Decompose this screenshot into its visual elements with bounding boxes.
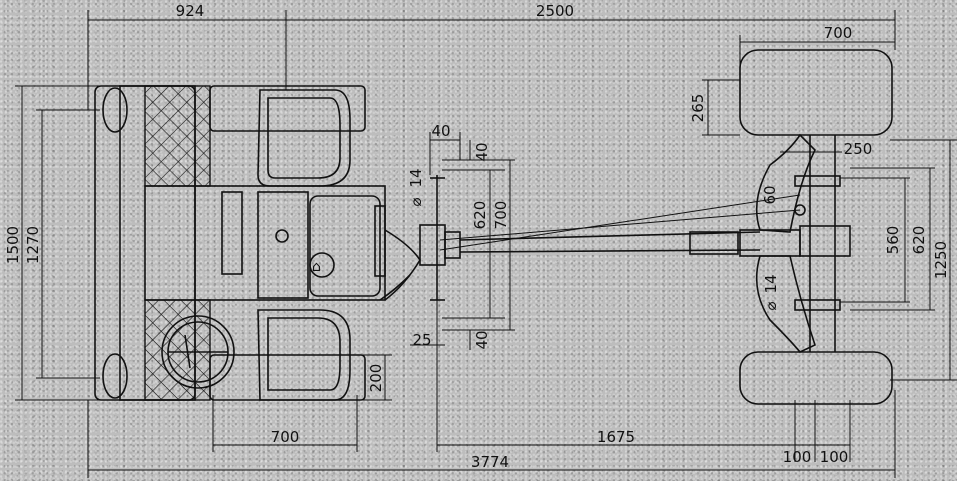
tractor-chassis: ⌂ [94, 85, 421, 401]
dim-100-right: 100 [820, 448, 849, 466]
dim-620-center: 620 [471, 201, 489, 230]
dim-2500: 2500 [536, 2, 574, 20]
front-lamp-top [102, 87, 128, 133]
rear-tire-top [739, 49, 893, 136]
dim-620-right: 620 [910, 226, 928, 255]
steering-wheel [161, 315, 235, 389]
radiator-grille-top [144, 85, 211, 187]
rear-tire-bottom [739, 351, 893, 405]
rear-axle-assembly [739, 49, 893, 405]
dim-700-center: 700 [492, 201, 510, 230]
hitch-coupling [419, 175, 461, 301]
dim-1270: 1270 [24, 226, 42, 264]
dimension-labels: 924 2500 700 265 250 60 560 620 1250 40 … [4, 2, 950, 471]
diameter-symbol-left: ⌀ [407, 197, 425, 206]
dim-560: 560 [884, 226, 902, 255]
dim-25: 25 [412, 331, 431, 349]
dim-40-right: 40 [473, 142, 491, 161]
diameter-symbol-right: ⌀ [762, 301, 780, 310]
fender-top [257, 89, 351, 187]
dim-3774: 3774 [471, 453, 509, 471]
dim-40-bottom: 40 [473, 330, 491, 349]
maker-emblem-icon: ⌂ [309, 252, 335, 278]
dimension-lines [15, 10, 957, 478]
dim-100-left: 100 [783, 448, 812, 466]
dim-200: 200 [367, 364, 385, 393]
dim-1675: 1675 [597, 428, 635, 446]
dim-250: 250 [844, 140, 873, 158]
dim-924: 924 [176, 2, 205, 20]
dim-700-bottom: 700 [271, 428, 300, 446]
dim-1250: 1250 [932, 241, 950, 279]
dim-14-right: 14 [762, 274, 780, 293]
dim-60: 60 [761, 185, 779, 204]
dim-700-rear: 700 [824, 24, 853, 42]
trailer-drawbar [459, 225, 851, 257]
dim-14-left: 14 [407, 168, 425, 187]
fender-bottom [257, 309, 351, 401]
svg-text:⌂: ⌂ [312, 259, 321, 275]
dim-1500: 1500 [4, 226, 22, 264]
radiator-grille-bottom [144, 299, 211, 401]
dim-40-top: 40 [431, 122, 450, 140]
drawbar-spring [689, 231, 739, 255]
fuel-cap-icon [275, 229, 289, 243]
front-lamp-bottom [102, 353, 128, 399]
dim-265: 265 [689, 94, 707, 123]
